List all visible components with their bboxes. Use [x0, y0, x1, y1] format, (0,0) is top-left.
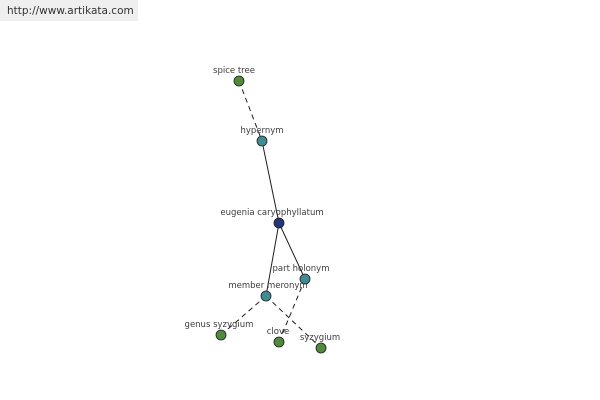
node-label: spice tree	[213, 66, 255, 76]
node-label: part holonym	[273, 264, 330, 274]
site-banner: http://www.artikata.com	[0, 0, 138, 21]
site-url-link[interactable]: http://www.artikata.com	[7, 5, 134, 17]
edge-center-member-meronym	[265, 222, 280, 297]
node-eugenia-caryophyllatum[interactable]: eugenia caryophyllatum	[220, 208, 324, 229]
node-genus-syzygium[interactable]: genus syzygium	[185, 320, 254, 341]
edge-center-part-holonym	[278, 222, 306, 280]
node-label: syzygium	[300, 333, 340, 343]
node-marker	[256, 135, 268, 147]
node-spice-tree[interactable]: spice tree	[213, 66, 255, 87]
node-part-holonym[interactable]: part holonym	[273, 264, 330, 285]
edge-member-meronym-syzygium	[265, 295, 322, 349]
node-label: member meronym	[228, 281, 307, 291]
node-label: clove	[267, 327, 290, 337]
node-marker	[315, 342, 327, 354]
node-marker	[260, 290, 272, 302]
node-marker	[299, 273, 311, 285]
node-marker	[215, 329, 227, 341]
edge-part-holonym-clove	[278, 278, 306, 343]
node-clove[interactable]: clove	[267, 327, 290, 348]
edge-spice-tree-hypernym	[238, 80, 263, 142]
edge-member-meronym-genus-syzygium	[220, 295, 267, 336]
node-member-meronym[interactable]: member meronym	[228, 281, 308, 302]
edge-hypernym-center	[261, 140, 280, 224]
node-marker	[273, 217, 285, 229]
node-label: hypernym	[240, 126, 283, 136]
node-hypernym[interactable]: hypernym	[240, 126, 284, 147]
node-label: eugenia caryophyllatum	[220, 208, 323, 218]
node-marker	[233, 75, 245, 87]
node-label: genus syzygium	[185, 320, 254, 330]
node-marker	[273, 336, 285, 348]
node-syzygium[interactable]: syzygium	[300, 333, 340, 354]
